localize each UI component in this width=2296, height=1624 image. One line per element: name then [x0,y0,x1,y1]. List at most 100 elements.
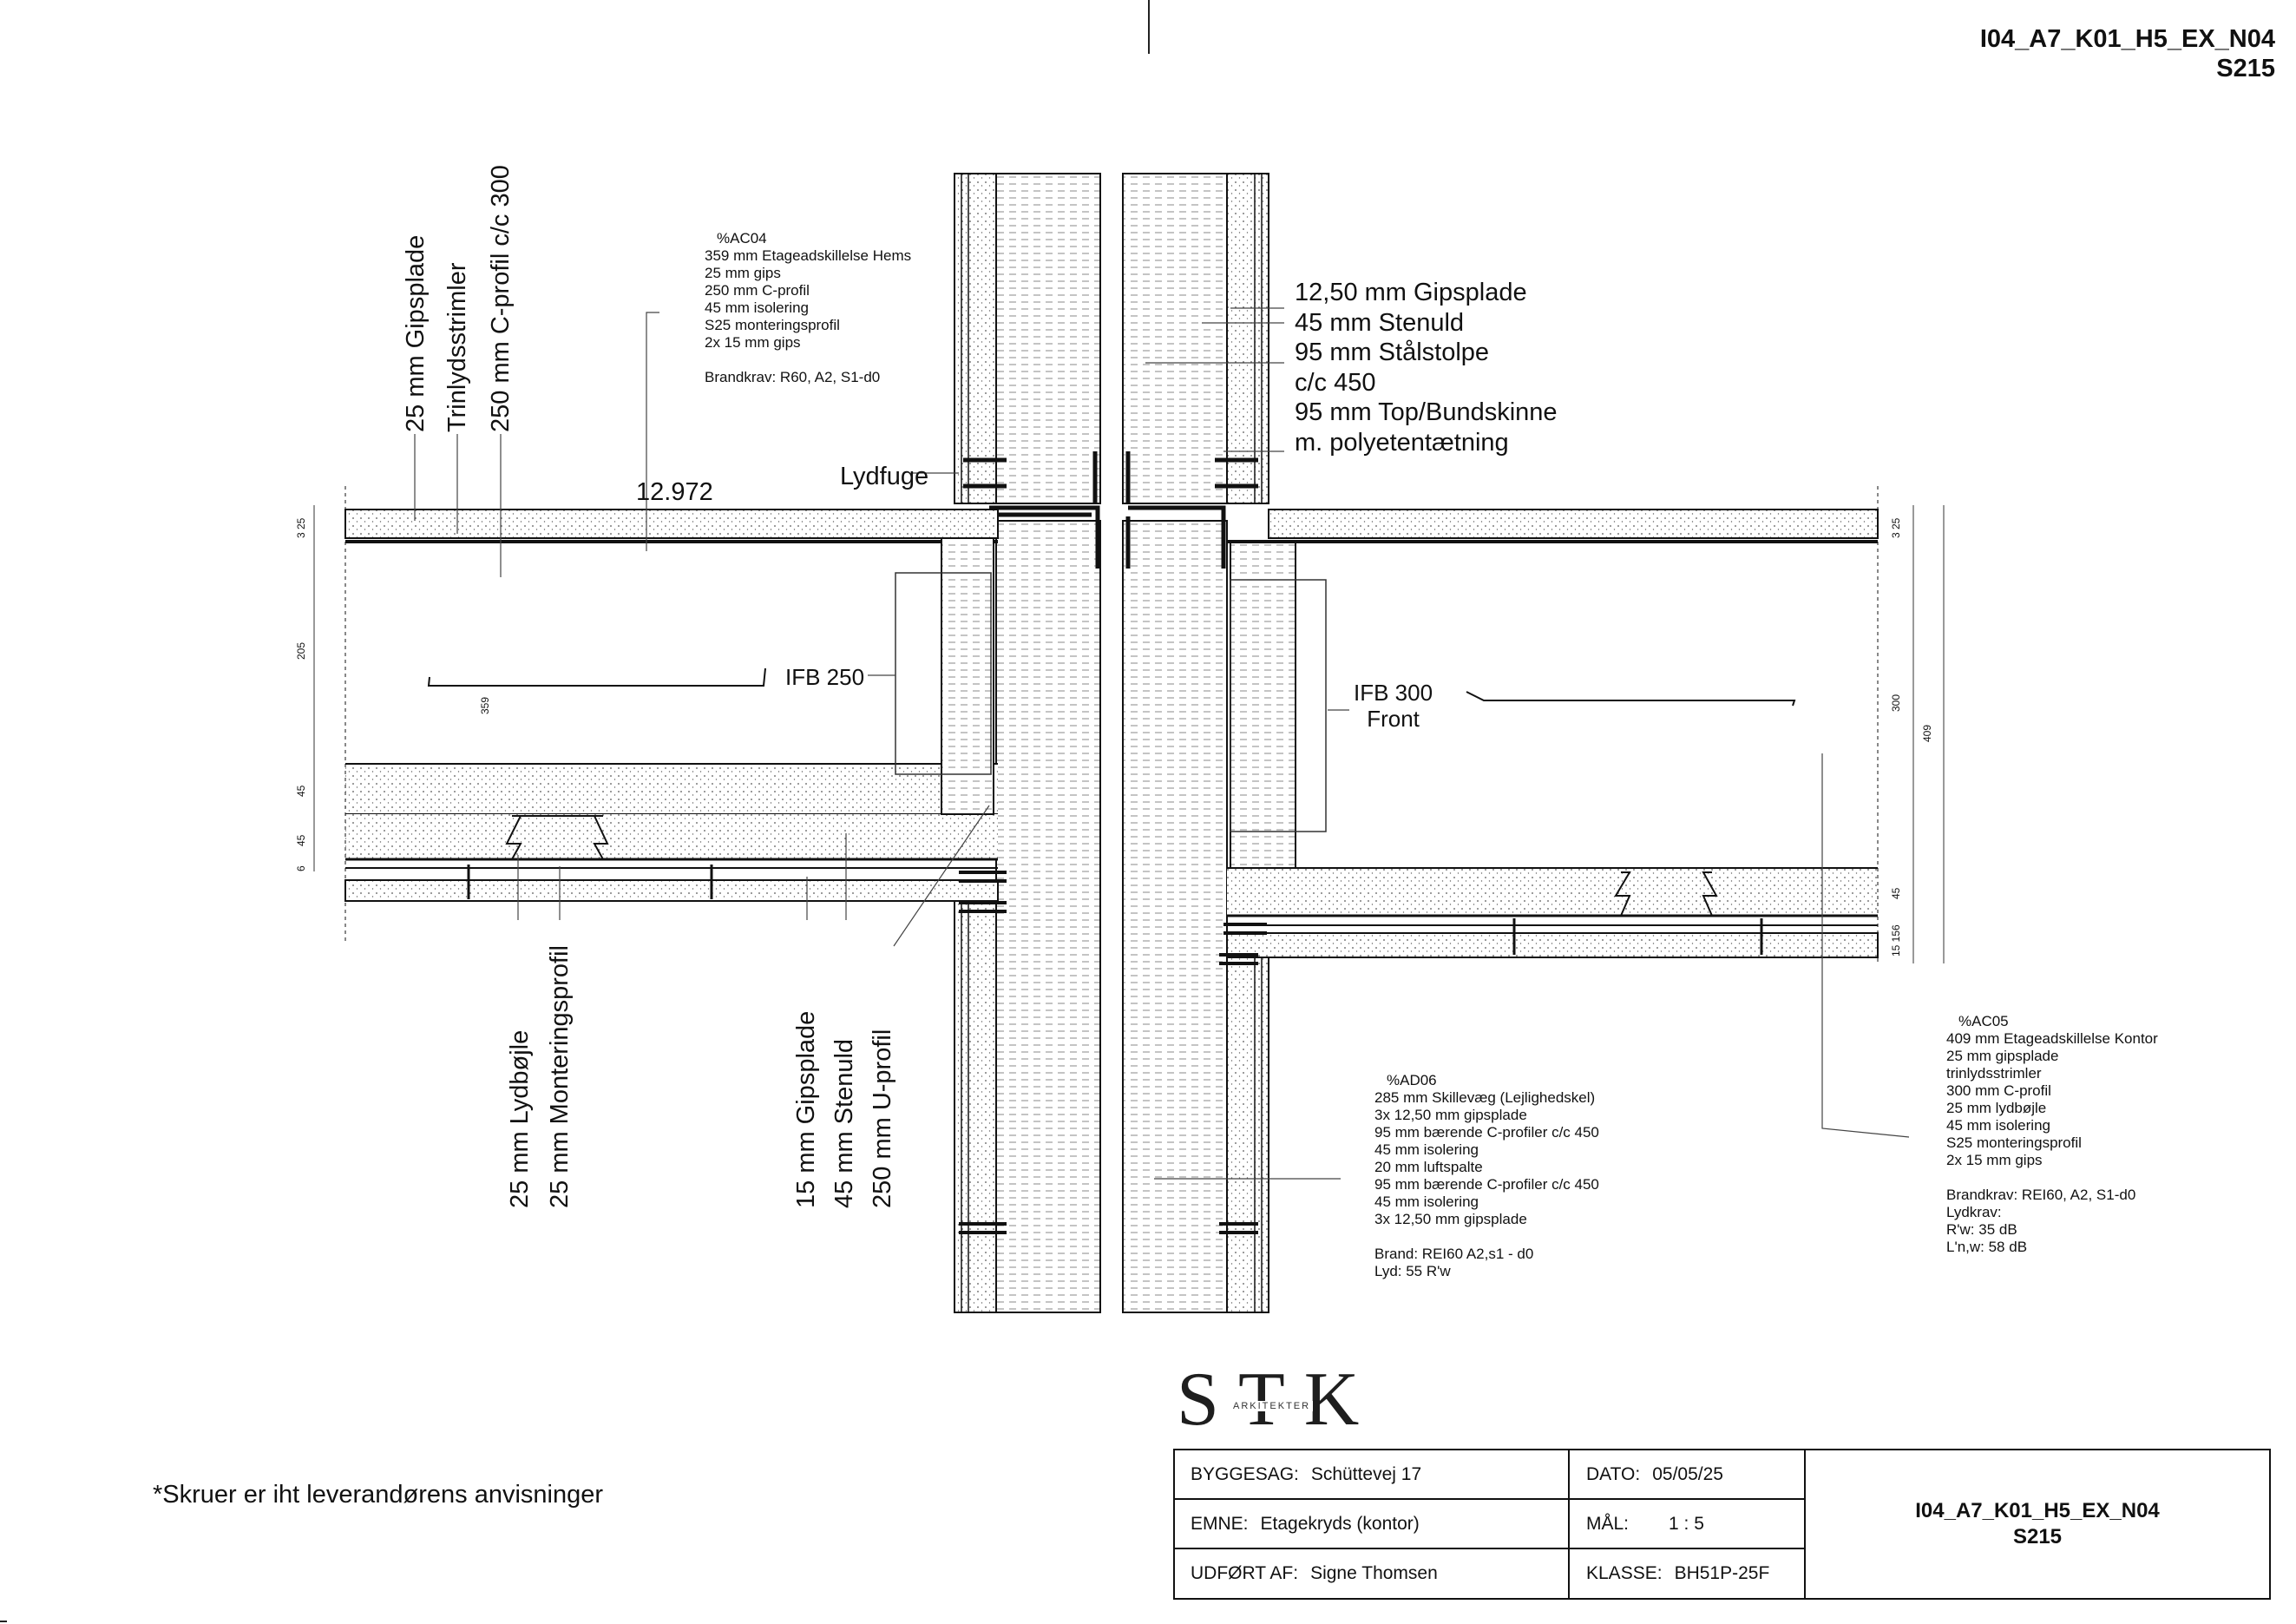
spec-line: 95 mm bærende C-profiler c/c 450 [1374,1176,1599,1193]
dim-right: 3 25 [1890,517,1902,538]
label-gipsplade-bottom: 15 mm Gipsplade [792,1010,820,1208]
wall-layer-label: m. polyetentætning [1295,428,1509,457]
spec-line: 95 mm bærende C-profiler c/c 450 [1374,1124,1599,1141]
spec-fire: Brand: REI60 A2,s1 - d0 [1374,1246,1534,1262]
leader-lines [414,307,1910,1180]
tb-emne: EMNE: Etagekryds (kontor) [1191,1499,1432,1548]
spec-code: %AC05 [1958,1013,2009,1029]
wall-layer-labels: 12,50 mm Gipsplade 45 mm Stenuld 95 mm S… [1295,278,1558,457]
spec-line: 285 mm Skillevæg (Lejlighedskel) [1374,1089,1596,1106]
dim-left: 3 25 [295,517,307,538]
stk-logo: STK ARKITEKTER [1177,1361,1376,1439]
spec-line: 3x 12,50 mm gipsplade [1374,1107,1527,1123]
tb-label: BYGGESAG: [1191,1463,1299,1484]
tb-value: 1 : 5 [1669,1513,1704,1534]
lydfuge-label: Lydfuge [840,463,929,490]
spec-fire: Brandkrav: R60, A2, S1-d0 [705,369,881,385]
tb-dato: DATO: 05/05/25 [1586,1450,1735,1499]
label-stenuld: 45 mm Stenuld [830,1038,858,1208]
ifb300-line: IFB 300 [1354,680,1433,706]
drawing-id: I04_A7_K01_H5_EX_N04 [1979,25,2275,53]
tb-maal: MÅL: 1 : 5 [1586,1499,1716,1548]
dim-right: 15 156 [1890,924,1902,957]
wall-layer-label: c/c 450 [1295,368,1376,397]
sheet-number: S215 [2216,55,2275,82]
label-c-profil: 250 mm C-profil c/c 300 [487,165,515,432]
tb-label: EMNE: [1191,1513,1249,1534]
tb-byggesag: BYGGESAG: Schüttevej 17 [1191,1450,1433,1499]
tb-value: Schüttevej 17 [1310,1463,1422,1484]
spec-sound: L'n,w: 58 dB [1946,1239,2028,1255]
spec-line: 300 mm C-profil [1946,1082,2051,1099]
tb-value: Signe Thomsen [1310,1563,1438,1583]
ifb300-line: Front [1367,706,1420,732]
dim-left: 359 [479,696,491,714]
top-rails [963,451,1258,569]
dim-left: 205 [295,641,307,660]
floor-left [344,486,999,942]
wall-left-leaf [954,173,1101,1313]
tb-klasse: KLASSE: BH51P-25F [1586,1548,1781,1599]
dim-right: 45 [1890,887,1902,899]
label-trinlydsstrimler: Trinlydsstrimler [443,262,471,432]
spec-sound: Lyd: 55 R'w [1374,1263,1451,1279]
spec-line: 250 mm C-profil [705,282,810,299]
level-label: 12.972 [636,478,713,506]
spec-ad06: %AD06 285 mm Skillevæg (Lejlighedskel) 3… [1374,1072,1599,1280]
tb-label: KLASSE: [1586,1563,1663,1583]
ifb300-label: IFB 300 Front [1354,680,1433,732]
title-block-frame [1173,1449,2271,1600]
spec-ac05: %AC05 409 mm Etageadskillelse Kontor 25 … [1946,1013,2158,1256]
spec-line: 25 mm gipsplade [1946,1048,2059,1064]
dim-left: 45 [295,834,307,846]
tb-label: DATO: [1586,1463,1641,1484]
dim-right: 409 [1921,724,1933,742]
tb-value: Etagekryds (kontor) [1260,1513,1420,1534]
spec-line: 359 mm Etageadskillelse Hems [705,247,912,264]
label-lydboejle: 25 mm Lydbøjle [506,1029,534,1208]
drawing-header: I04_A7_K01_H5_EX_N04 S215 [1980,24,2275,83]
tb-sheet-line: S215 [2012,1525,2063,1548]
spec-line: trinlydsstrimler [1946,1065,2042,1082]
spec-line: 45 mm isolering [705,299,809,316]
spec-line: 45 mm isolering [1374,1141,1479,1158]
wall-layer-label: 45 mm Stenuld [1295,308,1465,337]
logo-letters: STK [1177,1358,1379,1442]
dim-left: 45 [295,785,307,797]
tb-label: MÅL: [1586,1513,1630,1534]
tb-label: UDFØRT AF: [1191,1563,1299,1583]
label-gipsplade-top: 25 mm Gipsplade [402,234,430,432]
dim-right: 300 [1890,694,1902,712]
spec-line: 25 mm gips [705,265,781,281]
wall-layer-label: 12,50 mm Gipsplade [1295,279,1527,306]
label-u-profil: 250 mm U-profil [869,1029,896,1208]
spec-line: 2x 15 mm gips [705,334,801,351]
spec-line: 45 mm isolering [1374,1193,1479,1210]
tb-id-line: I04_A7_K01_H5_EX_N04 [1915,1499,2160,1522]
spec-sound: R'w: 35 dB [1946,1221,2017,1238]
spec-fire: Brandkrav: REI60, A2, S1-d0 [1946,1187,2136,1203]
logo-subtitle: ARKITEKTER [1230,1401,1314,1411]
spec-line: 3x 12,50 mm gipsplade [1374,1211,1527,1227]
tb-udfoert: UDFØRT AF: Signe Thomsen [1191,1548,1450,1599]
spec-line: 20 mm luftspalte [1374,1159,1483,1175]
wall-layer-label: 95 mm Top/Bundskinne [1295,398,1558,426]
floor-right [1226,486,1879,963]
screw-note: *Skruer er iht leverandørens anvisninger [153,1481,604,1509]
spec-line: 409 mm Etageadskillelse Kontor [1946,1030,2158,1047]
tb-value: 05/05/25 [1652,1463,1723,1484]
tb-value: BH51P-25F [1674,1563,1770,1583]
label-monteringsprofil: 25 mm Monteringsprofil [546,945,574,1208]
spec-line: 25 mm lydbøjle [1946,1100,2047,1116]
spec-line: 2x 15 mm gips [1946,1152,2043,1168]
spec-code: %AD06 [1387,1072,1437,1088]
spec-ac04: %AC04 359 mm Etageadskillelse Hems 25 mm… [705,230,911,386]
spec-line: S25 monteringsprofil [705,317,840,333]
dim-left: 6 [295,865,307,871]
spec-line: S25 monteringsprofil [1946,1134,2082,1151]
ifb250-label: IFB 250 [785,664,865,690]
spec-code: %AC04 [717,230,767,247]
wall-right-leaf [1122,173,1269,1313]
wall-layer-label: 95 mm Stålstolpe [1295,339,1490,366]
